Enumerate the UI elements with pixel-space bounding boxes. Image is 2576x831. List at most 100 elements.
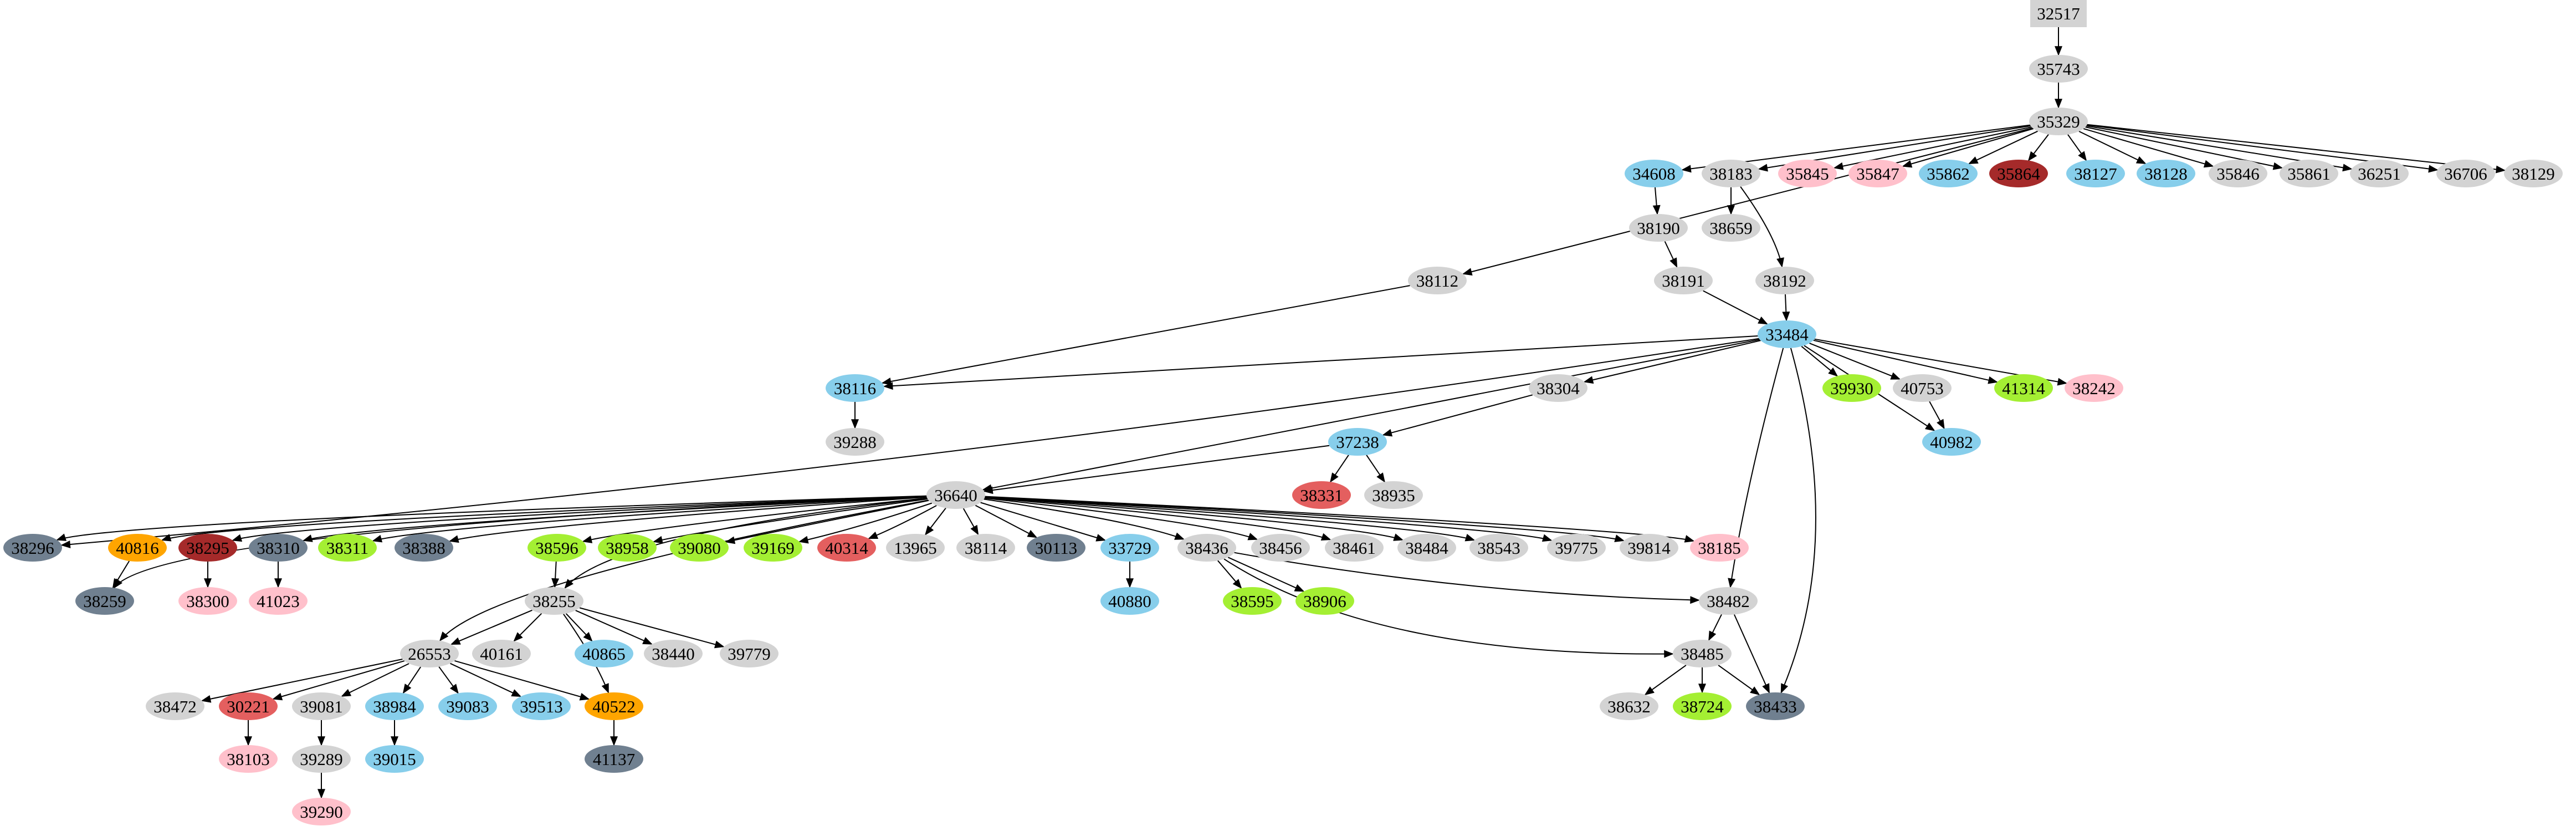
edge-35329-35864 <box>2027 134 2049 161</box>
node-label: 39083 <box>446 697 489 716</box>
node-38259: 38259 <box>75 587 134 615</box>
node-38596: 38596 <box>528 534 586 562</box>
edge-33484-38116 <box>883 335 1758 390</box>
node-label: 38440 <box>652 644 695 664</box>
node-label: 39513 <box>520 697 563 716</box>
node-38255: 38255 <box>525 587 583 615</box>
node-36251: 36251 <box>2350 160 2409 187</box>
node-38440: 38440 <box>644 640 703 667</box>
node-label: 38311 <box>326 538 368 558</box>
node-ellipse-shape <box>146 692 204 720</box>
edge-36640-33729 <box>980 502 1107 542</box>
edge-34608-38190 <box>1652 187 1661 215</box>
node-38304: 38304 <box>1529 374 1587 402</box>
node-label: 33484 <box>1765 325 1809 344</box>
node-label: 35847 <box>1856 164 1899 183</box>
node-ellipse-shape <box>1469 534 1528 562</box>
node-label: 38472 <box>153 697 197 716</box>
node-ellipse-shape <box>292 798 351 825</box>
node-ellipse-shape <box>1758 320 1816 348</box>
node-38300: 38300 <box>178 587 237 615</box>
edge-33484-39930 <box>1801 345 1838 377</box>
node-label: 39775 <box>1555 538 1598 558</box>
edge-36640-38596 <box>582 497 928 543</box>
node-ellipse-shape <box>365 745 424 773</box>
node-ellipse-shape <box>2066 160 2125 187</box>
node-35864: 35864 <box>1989 160 2048 187</box>
node-39290: 39290 <box>292 798 351 825</box>
edge-layer <box>56 27 2506 799</box>
node-38958: 38958 <box>598 534 657 562</box>
node-ellipse-shape <box>1893 374 1952 402</box>
node-label: 26553 <box>408 644 451 664</box>
node-ellipse-shape <box>438 692 497 720</box>
node-ellipse-shape <box>585 692 643 720</box>
node-label: 38724 <box>1681 697 1724 716</box>
node-38456: 38456 <box>1251 534 1310 562</box>
node-label: 38129 <box>2512 164 2555 183</box>
node-38935: 38935 <box>1364 481 1423 509</box>
node-32517: 32517 <box>2030 0 2087 27</box>
node-ellipse-shape <box>1364 481 1423 509</box>
node-label: 38116 <box>834 379 876 398</box>
node-ellipse-shape <box>1325 534 1384 562</box>
edge-37238-38331 <box>1330 455 1349 483</box>
node-label: 38255 <box>532 592 576 611</box>
node-39930: 39930 <box>1822 374 1881 402</box>
node-ellipse-shape <box>108 534 167 562</box>
node-40880: 40880 <box>1100 587 1159 615</box>
node-ellipse-shape <box>2137 160 2195 187</box>
node-39083: 39083 <box>438 692 497 720</box>
node-label: 38596 <box>535 538 578 558</box>
edge-36640-38456 <box>984 497 1258 541</box>
edge-38436-38595 <box>1217 560 1242 589</box>
node-label: 38958 <box>606 538 649 558</box>
node-38484: 38484 <box>1397 534 1456 562</box>
node-39080: 39080 <box>670 534 729 562</box>
node-label: 38192 <box>1763 271 1806 290</box>
node-ellipse-shape <box>292 745 351 773</box>
node-ellipse-shape <box>1295 587 1354 615</box>
node-ellipse-shape <box>1223 587 1282 615</box>
node-label: 40522 <box>592 697 636 716</box>
node-label: 35846 <box>2216 164 2260 183</box>
node-ellipse-shape <box>1328 428 1387 456</box>
node-box-shape <box>2030 0 2087 27</box>
node-34608: 34608 <box>1625 160 1683 187</box>
edge-36640-38295 <box>232 496 927 542</box>
node-label: 41137 <box>593 750 635 769</box>
node-38436: 38436 <box>1177 534 1236 562</box>
node-label: 40982 <box>1930 432 1973 452</box>
edge-38436-38485 <box>1223 558 1674 658</box>
node-ellipse-shape <box>575 640 633 667</box>
edge-36640-38436 <box>984 498 1185 540</box>
node-label: 38331 <box>1300 486 1343 505</box>
node-40314: 40314 <box>817 534 876 562</box>
node-label: 35862 <box>1927 164 1970 183</box>
node-41023: 41023 <box>249 587 308 615</box>
node-38310: 38310 <box>249 534 308 562</box>
node-label: 35845 <box>1786 164 1829 183</box>
edge-35329-38127 <box>2067 134 2087 161</box>
node-38295: 38295 <box>178 534 237 562</box>
node-label: 35329 <box>2037 112 2080 131</box>
node-ellipse-shape <box>292 692 351 720</box>
edge-36640-39814 <box>985 496 1625 542</box>
edge-38485-38433 <box>1718 665 1760 696</box>
edge-33484-41314 <box>1813 339 1998 384</box>
node-label: 38304 <box>1537 379 1580 398</box>
edge-36640-38388 <box>449 496 927 543</box>
node-38116: 38116 <box>826 374 884 402</box>
node-label: 39289 <box>300 750 343 769</box>
node-label: 38259 <box>83 592 126 611</box>
node-ellipse-shape <box>249 587 308 615</box>
node-40161: 40161 <box>472 640 531 667</box>
node-ellipse-shape <box>1702 160 1760 187</box>
edge-36640-13965 <box>925 507 946 536</box>
node-label: 38296 <box>11 538 54 558</box>
edge-35329-38128 <box>2078 131 2147 164</box>
node-38433: 38433 <box>1746 692 1805 720</box>
node-ellipse-shape <box>1100 587 1159 615</box>
